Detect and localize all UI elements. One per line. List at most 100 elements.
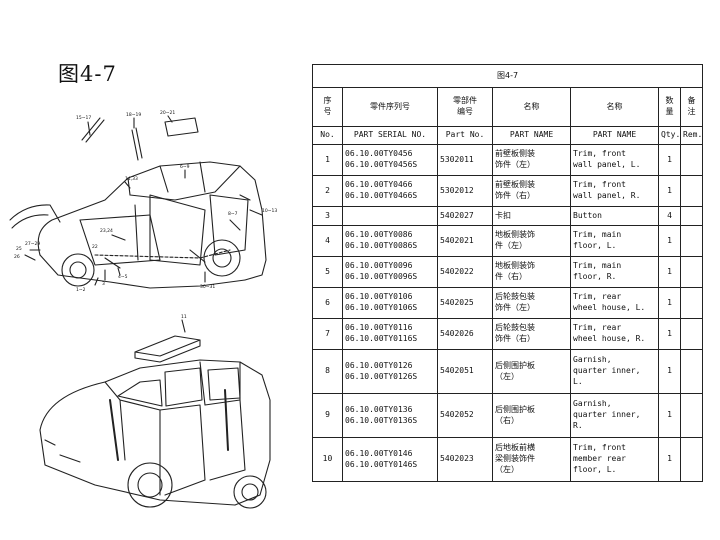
table-row: 2 06.10.00TY0466 06.10.00TY0466S 5302012…	[312, 175, 704, 207]
drawing-label: 11	[181, 314, 187, 320]
row-name-en: Trim, front member rear floor, L.	[570, 437, 659, 482]
row-serial: 06.10.00TY0136 06.10.00TY0136S	[342, 393, 438, 438]
row-no: 1	[312, 144, 343, 176]
car-interior-trim-exploded-drawing: 15~17 18~19 20~21 6~9 14,33 10~13 23,24 …	[9, 110, 277, 509]
row-name-cn: 前壁板侧装 饰件（右）	[492, 175, 571, 207]
row-part-no: 5402051	[437, 349, 493, 394]
row-part-no: 5402023	[437, 437, 493, 482]
row-name-en: Button	[570, 206, 659, 226]
row-name-cn: 后地板前横 梁侧装饰件 （左）	[492, 437, 571, 482]
table-row: 8 06.10.00TY0126 06.10.00TY0126S 5402051…	[312, 349, 704, 394]
row-no: 9	[312, 393, 343, 438]
header-name-en: PART NAME	[492, 126, 571, 145]
row-rem	[679, 175, 704, 207]
header-serial-cn: 零件序列号	[342, 87, 438, 127]
row-qty: 1	[658, 144, 681, 176]
row-no: 3	[312, 206, 343, 226]
header-qty-en: Qty.	[658, 126, 681, 145]
row-name-en: Trim, rear wheel house, R.	[570, 318, 659, 350]
header-no-cn: 序 号	[312, 87, 343, 127]
row-part-no: 5302012	[437, 175, 493, 207]
row-serial: 06.10.00TY0126 06.10.00TY0126S	[342, 349, 438, 394]
table-row: 6 06.10.00TY0106 06.10.00TY0106S 5402025…	[312, 287, 704, 319]
row-qty: 1	[658, 287, 681, 319]
row-part-no: 5402022	[437, 256, 493, 288]
table-row: 7 06.10.00TY0116 06.10.00TY0116S 5402026…	[312, 318, 704, 350]
row-name-cn: 后轮鼓包装 饰件（右）	[492, 318, 571, 350]
row-no: 2	[312, 175, 343, 207]
row-rem	[679, 225, 704, 257]
drawing-label: 6~9	[180, 164, 190, 170]
table-row: 3 5402027 卡扣 Button 4	[312, 206, 704, 226]
drawing-label: 1~2	[76, 287, 86, 293]
row-serial: 06.10.00TY0146 06.10.00TY0146S	[342, 437, 438, 482]
row-name-cn: 后轮鼓包装 饰件（左）	[492, 287, 571, 319]
header-rem-en: Rem.	[679, 126, 704, 145]
row-qty: 1	[658, 349, 681, 394]
row-serial: 06.10.00TY0096 06.10.00TY0096S	[342, 256, 438, 288]
drawing-label: 18~19	[126, 112, 141, 118]
row-serial: 06.10.00TY0106 06.10.00TY0106S	[342, 287, 438, 319]
row-qty: 1	[658, 437, 681, 482]
row-part-no: 5302011	[437, 144, 493, 176]
drawing-label: 20~21	[160, 110, 175, 116]
drawing-label: 15~17	[76, 115, 91, 121]
row-name-cn: 后侧围护板 （左）	[492, 349, 571, 394]
row-part-no: 5402027	[437, 206, 493, 226]
header-no-en: No.	[312, 126, 343, 145]
row-rem	[679, 206, 704, 226]
row-rem	[679, 393, 704, 438]
row-rem	[679, 318, 704, 350]
row-serial: 06.10.00TY0116 06.10.00TY0116S	[342, 318, 438, 350]
figure-title: 图4-7	[58, 62, 117, 86]
table-row: 4 06.10.00TY0086 06.10.00TY0086S 5402021…	[312, 225, 704, 257]
row-qty: 1	[658, 393, 681, 438]
table-caption: 图4-7	[311, 64, 704, 88]
row-serial: 06.10.00TY0086 06.10.00TY0086S	[342, 225, 438, 257]
row-serial: 06.10.00TY0456 06.10.00TY0456S	[342, 144, 438, 176]
drawing-label: 4~5	[118, 274, 128, 280]
header-rem-cn: 备 注	[679, 87, 704, 127]
drawing-label: 8~7	[228, 211, 238, 217]
table-row: 9 06.10.00TY0136 06.10.00TY0136S 5402052…	[312, 393, 704, 438]
header-partno-en: Part No.	[437, 126, 493, 145]
header-name-cn-2: 名称	[570, 87, 659, 127]
row-part-no: 5402052	[437, 393, 493, 438]
row-name-en: Trim, main floor, L.	[570, 225, 659, 257]
row-name-en: Garnish, quarter inner, R.	[570, 393, 659, 438]
row-rem	[679, 437, 704, 482]
header-partno-cn: 零部件 编号	[437, 87, 493, 127]
row-qty: 1	[658, 175, 681, 207]
row-name-cn: 卡扣	[492, 206, 571, 226]
drawing-label: 22	[92, 244, 98, 250]
row-rem	[679, 287, 704, 319]
row-part-no: 5402026	[437, 318, 493, 350]
table-row: 5 06.10.00TY0096 06.10.00TY0096S 5402022…	[312, 256, 704, 288]
row-name-cn: 地板侧装饰 件（左）	[492, 225, 571, 257]
row-no: 7	[312, 318, 343, 350]
row-part-no: 5402025	[437, 287, 493, 319]
header-name-en-2: PART NAME	[570, 126, 659, 145]
row-name-cn: 后侧围护板 （右）	[492, 393, 571, 438]
drawing-label: 23,24	[100, 228, 113, 234]
drawing-label: 14,33	[125, 176, 138, 182]
row-serial: 06.10.00TY0466 06.10.00TY0466S	[342, 175, 438, 207]
row-name-en: Garnish, quarter inner, L.	[570, 349, 659, 394]
row-name-en: Trim, front wall panel, R.	[570, 175, 659, 207]
header-row-cn: 序 号 零件序列号 零部件 编号 名称 名称 数 量 备 注	[312, 87, 704, 127]
drawing-label: 3	[102, 281, 105, 287]
header-qty-cn: 数 量	[658, 87, 681, 127]
row-no: 5	[312, 256, 343, 288]
drawing-label: 25	[16, 246, 22, 252]
row-name-en: Trim, rear wheel house, L.	[570, 287, 659, 319]
row-name-cn: 地板侧装饰 件（右）	[492, 256, 571, 288]
row-qty: 1	[658, 225, 681, 257]
row-part-no: 5402021	[437, 225, 493, 257]
drawing-label: 30~31	[200, 284, 215, 290]
row-name-en: Trim, front wall panel, L.	[570, 144, 659, 176]
row-no: 4	[312, 225, 343, 257]
table-row: 10 06.10.00TY0146 06.10.00TY0146S 540202…	[312, 437, 704, 482]
row-rem	[679, 256, 704, 288]
row-no: 10	[312, 437, 343, 482]
row-qty: 1	[658, 256, 681, 288]
